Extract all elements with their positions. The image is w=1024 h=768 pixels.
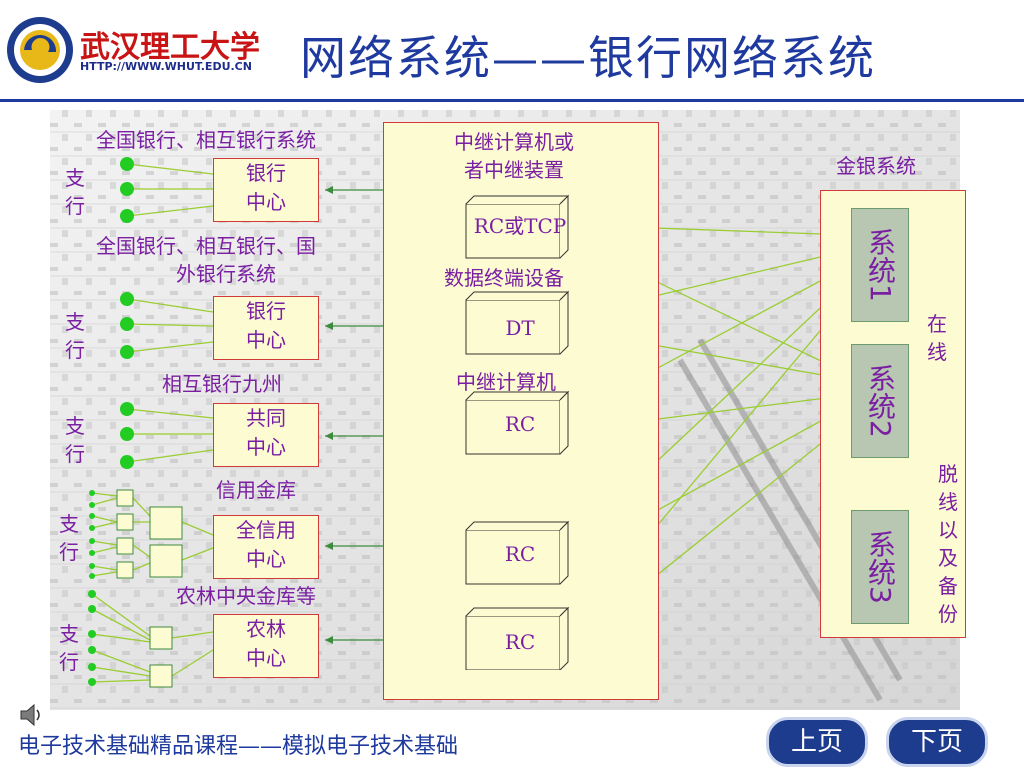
branch-label-1: 支行 xyxy=(65,166,85,218)
page-title: 网络系统——银行网络系统 xyxy=(300,31,876,85)
device-box-4 xyxy=(465,520,570,585)
university-name: 武汉理工大学 xyxy=(80,30,260,65)
branch-nodes xyxy=(88,157,183,688)
relay-caption-1-line2: 者中继装置 xyxy=(464,158,564,182)
university-logo-icon xyxy=(7,17,73,83)
bank-center-1-line2: 中心 xyxy=(246,190,286,214)
group-caption-4: 信用金库 xyxy=(216,478,296,502)
agri-center: 农林 中心 xyxy=(213,614,319,678)
bank-center-1: 银行 中心 xyxy=(213,158,319,222)
device-label-5: RC xyxy=(504,630,536,654)
prev-page-button[interactable]: 上页 xyxy=(766,717,868,767)
shared-center: 共同 中心 xyxy=(213,403,319,467)
relay-caption-2: 数据终端设备 xyxy=(444,266,564,290)
shared-center-line2: 中心 xyxy=(246,435,286,459)
agri-center-line1: 农林 xyxy=(246,617,286,641)
relay-caption-3: 中继计算机 xyxy=(456,370,556,394)
gold-system-title: 金银系统 xyxy=(836,154,916,178)
system-3: 系统3 xyxy=(851,510,909,624)
branch-label-5: 支行 xyxy=(59,622,79,674)
device-label-4: RC xyxy=(504,542,536,566)
bank-center-2-line1: 银行 xyxy=(246,299,286,323)
group-caption-1: 全国银行、相互银行系统 xyxy=(96,128,316,152)
device-label-1: RC或TCP xyxy=(473,214,567,238)
header-divider xyxy=(0,99,1024,102)
online-label: 在线 xyxy=(927,312,947,364)
system-1: 系统1 xyxy=(851,208,909,322)
device-label-2: DT xyxy=(505,316,535,340)
university-url[interactable]: HTTP://WWW.WHUT.EDU.CN xyxy=(80,60,252,73)
course-footer: 电子技术基础精品课程——模拟电子技术基础 xyxy=(18,734,459,759)
group-caption-5: 农林中央金库等 xyxy=(176,584,316,608)
group-caption-3: 相互银行九州 xyxy=(162,372,282,396)
speaker-icon[interactable] xyxy=(18,702,44,728)
credit-center-line1: 全信用 xyxy=(236,518,296,542)
device-box-5 xyxy=(465,606,570,670)
branch-label-4: 支行 xyxy=(59,512,79,564)
group-caption-2-line1: 全国银行、相互银行、国 xyxy=(96,234,316,258)
credit-center-line2: 中心 xyxy=(246,547,286,571)
offline-backup-label: 脱线以及备份 xyxy=(938,462,958,626)
device-label-3: RC xyxy=(504,412,536,436)
next-page-button[interactable]: 下页 xyxy=(886,717,988,767)
relay-device-boxes xyxy=(465,194,570,670)
device-box-2 xyxy=(465,290,570,355)
system-2: 系统2 xyxy=(851,344,909,458)
branch-label-3: 支行 xyxy=(65,414,85,466)
bank-center-2: 银行 中心 xyxy=(213,296,319,360)
credit-center: 全信用 中心 xyxy=(213,515,319,579)
device-box-3 xyxy=(465,390,570,455)
device-box-1 xyxy=(465,194,570,259)
group-caption-2-line2: 外银行系统 xyxy=(176,262,276,286)
relay-caption-1-line1: 中继计算机或 xyxy=(454,130,574,154)
agri-center-line2: 中心 xyxy=(246,646,286,670)
bank-center-2-line2: 中心 xyxy=(246,328,286,352)
shared-center-line1: 共同 xyxy=(246,406,286,430)
branch-label-2: 支行 xyxy=(65,310,85,362)
bank-center-1-line1: 银行 xyxy=(246,161,286,185)
